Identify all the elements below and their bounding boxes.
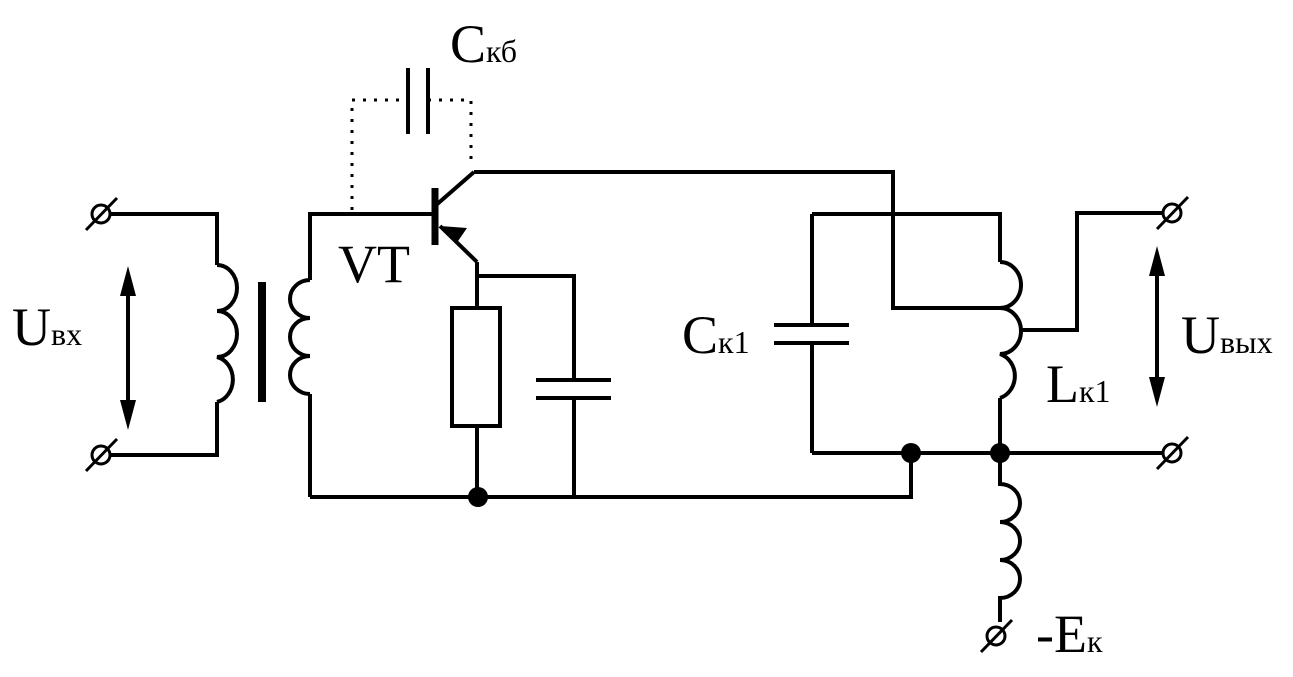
collector-wire	[474, 170, 1006, 310]
input-top-wire	[110, 212, 219, 265]
lk1-coil	[999, 260, 1023, 400]
junction-ground-left	[468, 487, 488, 507]
base-wire	[308, 212, 435, 280]
ckb-dotted-wire	[350, 98, 473, 210]
emitter-resistor	[450, 306, 502, 428]
input-voltage-arrow	[120, 266, 136, 430]
label-vt: VT	[338, 234, 410, 294]
label-c-kb: Cкб	[450, 14, 517, 74]
emitter-wire	[475, 262, 576, 380]
supply-terminal	[979, 618, 1014, 654]
input-bottom-wire	[110, 402, 219, 457]
label-u-in: Uвх	[12, 297, 82, 357]
transistor-emitter-arrow	[440, 226, 467, 244]
tap-output-wire	[1021, 211, 1164, 332]
ground-bus	[310, 453, 913, 499]
output-top-terminal	[1155, 195, 1190, 231]
label-u-out: Uвых	[1181, 305, 1273, 365]
secondary-coil	[288, 278, 311, 396]
transistor-collector-lead	[433, 170, 476, 208]
label-c-k1: Cк1	[682, 305, 750, 365]
primary-coil	[216, 263, 239, 404]
label-l-k1: Lк1	[1046, 354, 1111, 414]
tank-top-wire	[812, 212, 1002, 262]
junction-tank-left	[901, 443, 921, 463]
supply-choke	[998, 453, 1022, 622]
output-bottom-terminal	[1155, 435, 1190, 471]
label-e-k: -Eк	[1036, 604, 1103, 664]
output-voltage-arrow	[1149, 246, 1165, 407]
